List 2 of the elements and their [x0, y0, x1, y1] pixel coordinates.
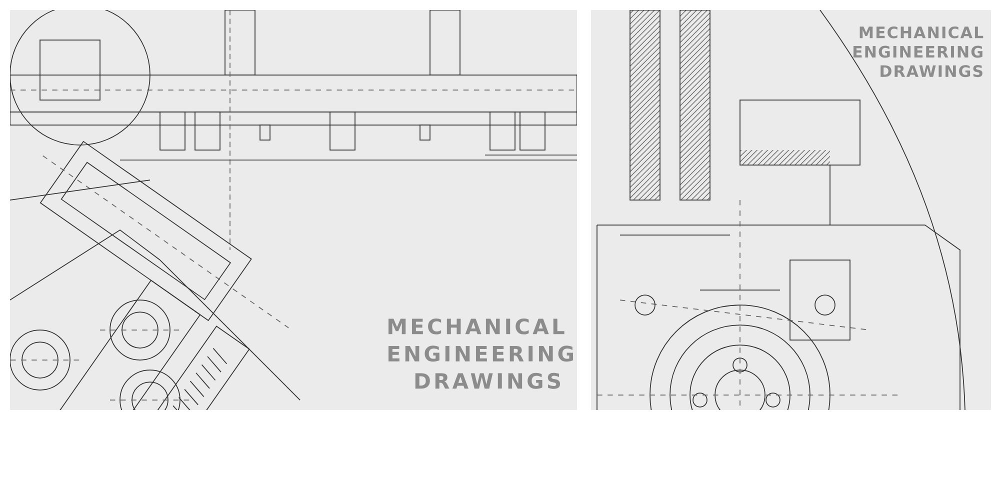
heading-text: MECHANICAL ENGINEERING DRAWINGS — [388, 318, 573, 389]
heading-text: MECHANICAL ENGINEERING DRAWINGS — [854, 26, 984, 78]
